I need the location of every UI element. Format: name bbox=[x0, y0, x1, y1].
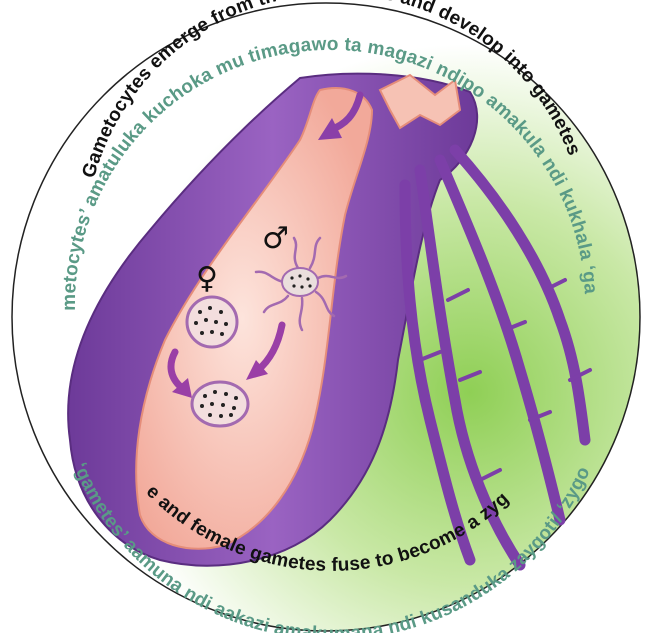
zygote-cell bbox=[192, 382, 248, 426]
male-symbol: ♂ bbox=[262, 221, 289, 256]
female-symbol: ♀ bbox=[196, 261, 218, 296]
female-gamete-cell bbox=[187, 297, 237, 347]
